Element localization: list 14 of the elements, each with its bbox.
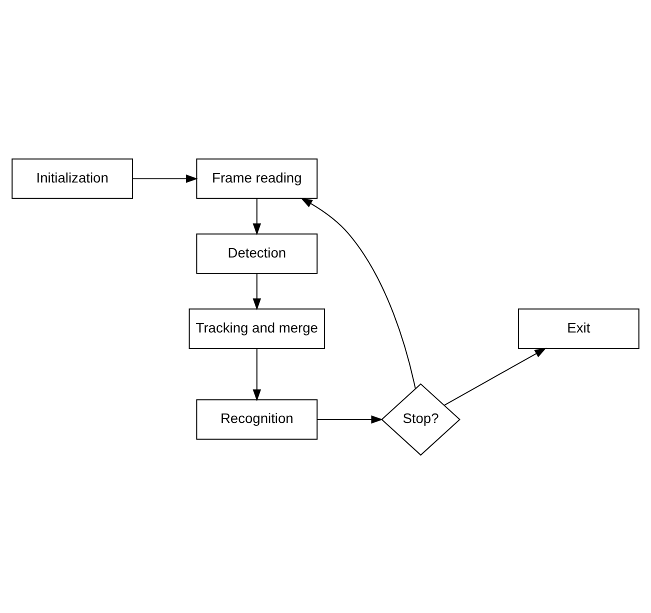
arrow: [316, 414, 384, 424]
arrow: [252, 272, 262, 310]
arrow: [252, 348, 262, 401]
node-box: Frame reading: [196, 158, 318, 198]
arrow: [132, 174, 198, 182]
arrow: [444, 347, 546, 406]
node-box: Exit: [518, 308, 640, 348]
node-box: Tracking and merge: [188, 308, 325, 348]
node-diamond: Stop?: [381, 382, 460, 456]
node-box: Detection: [196, 232, 318, 274]
arrow: [252, 198, 262, 235]
node-box: Initialization: [12, 158, 134, 198]
node-box: Recognition: [196, 398, 318, 440]
arrow: [300, 197, 416, 389]
